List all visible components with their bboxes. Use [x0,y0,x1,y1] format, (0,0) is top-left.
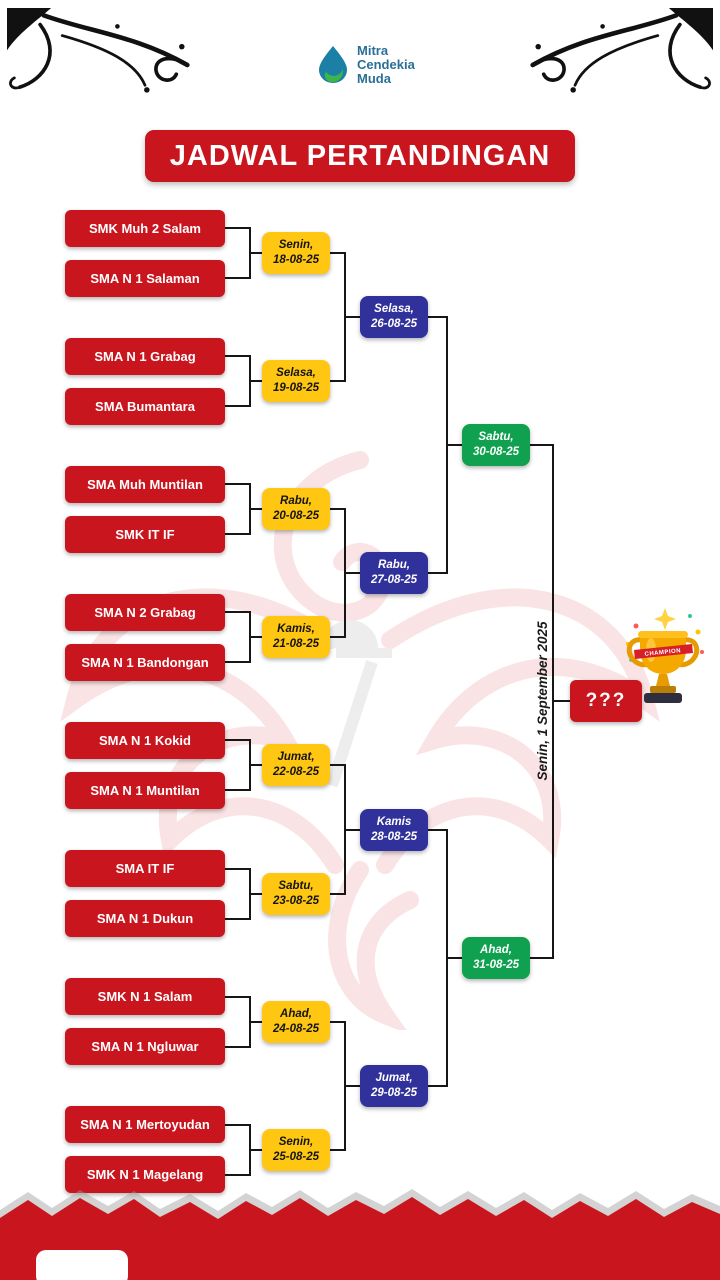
logo-text: Mitra Cendekia Muda [357,43,415,87]
team-box: SMK N 1 Magelang [65,1156,225,1193]
match-date: 26-08-25 [370,318,418,330]
team-box: SMA N 1 Muntilan [65,772,225,809]
logo-line: Mitra [357,43,389,58]
match-day: Rabu, [280,495,312,508]
team-box: SMA Bumantara [65,388,225,425]
match-date: 23-08-25 [272,895,320,907]
match-date-box: Sabtu, 23-08-25 [262,873,330,915]
match-day: Senin, [278,239,314,252]
team-name: SMA N 1 Dukun [96,911,194,926]
match-day: Kamis, [277,623,315,636]
match-date: 29-08-25 [370,1087,418,1099]
match-date-box: Senin, 25-08-25 [262,1129,330,1171]
quarterfinal-date-box: Kamis 28-08-25 [360,809,428,851]
match-day: Selasa, [276,367,316,380]
team-name: SMA Muh Muntilan [87,477,203,492]
match-date: 22-08-25 [272,766,320,778]
match-date: 25-08-25 [272,1151,320,1163]
quarterfinal-date-box: Jumat, 29-08-25 [360,1065,428,1107]
team-box: SMA IT IF [65,850,225,887]
team-name: SMA Bumantara [95,399,195,414]
match-date: 28-08-25 [370,831,418,843]
ornament-left-icon [7,8,190,93]
match-date-box: Senin, 18-08-25 [262,232,330,274]
final-winner-box: ??? [570,680,642,722]
match-date: 20-08-25 [272,510,320,522]
team-name: SMK N 1 Magelang [86,1167,204,1182]
match-day: Senin, [278,1136,314,1149]
logo-line: Muda [357,71,391,87]
team-box: SMA N 1 Kokid [65,722,225,759]
match-date-box: Kamis, 21-08-25 [262,616,330,658]
team-name: SMA N 1 Ngluwar [91,1039,199,1054]
team-name: SMK Muh 2 Salam [89,221,201,236]
team-name: SMK IT IF [115,527,175,542]
semifinal-date-box: Sabtu, 30-08-25 [462,424,530,466]
match-date: 18-08-25 [272,254,320,266]
trophy-icon: CHAMPION [626,608,704,703]
team-name: SMA N 1 Grabag [94,349,196,364]
match-date: 30-08-25 [472,446,520,458]
team-box: SMA Muh Muntilan [65,466,225,503]
match-date-box: Jumat, 22-08-25 [262,744,330,786]
quarterfinal-date-box: Selasa, 26-08-25 [360,296,428,338]
team-name: SMA N 1 Kokid [99,733,191,748]
team-box: SMA N 1 Grabag [65,338,225,375]
match-date-box: Rabu, 20-08-25 [262,488,330,530]
team-name: SMA N 1 Mertoyudan [80,1117,210,1132]
match-day: Rabu, [378,559,410,572]
page-title: JADWAL PERTANDINGAN [169,139,551,172]
winner-placeholder: ??? [585,690,627,711]
match-date: 27-08-25 [370,574,418,586]
team-box: SMA N 2 Grabag [65,594,225,631]
ornament-right-icon [530,8,713,93]
match-day: Jumat, [375,1072,413,1085]
match-day: Ahad, [480,944,512,957]
team-name: SMA IT IF [115,861,175,876]
team-box: SMA N 1 Bandongan [65,644,225,681]
quarterfinal-date-box: Rabu, 27-08-25 [360,552,428,594]
logo: Mitra Cendekia Muda [316,43,415,87]
semifinal-date-box: Ahad, 31-08-25 [462,937,530,979]
team-box: SMA N 1 Mertoyudan [65,1106,225,1143]
match-day: Sabtu, [278,880,314,893]
team-box: SMA N 1 Dukun [65,900,225,937]
team-name: SMK N 1 Salam [97,989,193,1004]
team-box: SMA N 1 Ngluwar [65,1028,225,1065]
title-banner: JADWAL PERTANDINGAN [145,130,575,182]
logo-line: Cendekia [357,57,415,73]
team-name: SMA N 1 Muntilan [90,783,200,798]
final-date-label: Senin, 1 September 2025 [535,621,550,781]
drop-logo-icon [319,46,347,84]
team-box: SMK IT IF [65,516,225,553]
match-day: Jumat, [277,751,315,764]
match-date: 31-08-25 [472,959,520,971]
team-name: SMA N 1 Bandongan [81,655,209,670]
match-date: 24-08-25 [272,1023,320,1035]
team-box: SMK N 1 Salam [65,978,225,1015]
trophy-ribbon-label: CHAMPION [644,648,681,658]
match-date-box: Selasa, 19-08-25 [262,360,330,402]
team-name: SMA N 1 Salaman [90,271,200,286]
match-day: Kamis [376,816,412,829]
match-date: 19-08-25 [272,382,320,394]
match-day: Ahad, [280,1008,312,1021]
team-box: SMA N 1 Salaman [65,260,225,297]
match-day: Selasa, [374,303,414,316]
match-day: Sabtu, [478,431,514,444]
match-date: 21-08-25 [272,638,320,650]
team-box: SMK Muh 2 Salam [65,210,225,247]
team-name: SMA N 2 Grabag [94,605,196,620]
match-date-box: Ahad, 24-08-25 [262,1001,330,1043]
